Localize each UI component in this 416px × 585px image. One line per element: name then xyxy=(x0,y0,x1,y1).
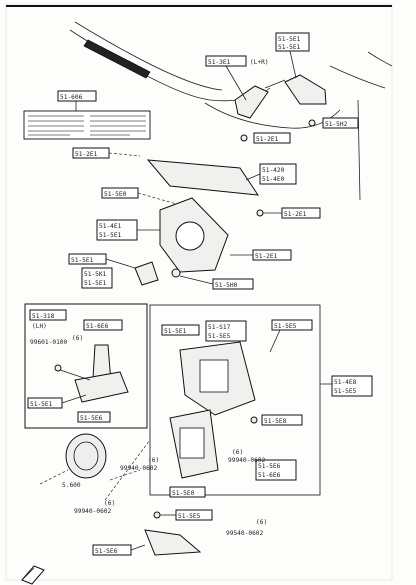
svg-text:99940-0602: 99940-0602 xyxy=(120,465,158,472)
svg-text:(6): (6) xyxy=(256,519,267,526)
svg-text:99540-0602: 99540-0602 xyxy=(226,530,264,537)
svg-text:99601-0100: 99601-0100 xyxy=(30,339,68,346)
label-clip-a: 51-5H2 xyxy=(322,117,359,129)
svg-text:99940-0602: 99940-0602 xyxy=(74,508,112,515)
svg-text:(6): (6) xyxy=(232,449,243,456)
warning-decal: 51-606 xyxy=(23,90,151,140)
svg-text:51-5E1: 51-5E1 xyxy=(278,36,301,43)
svg-text:(6): (6) xyxy=(72,335,83,342)
svg-text:51-2E1: 51-2E1 xyxy=(75,151,98,158)
label-top-right: 51-5E1 51-5E1 xyxy=(275,32,310,79)
emblem: 5.600 99940-0602 (6) xyxy=(39,420,151,515)
svg-text:99940-0602: 99940-0602 xyxy=(228,457,266,464)
svg-text:51-2E1: 51-2E1 xyxy=(255,253,278,260)
svg-text:51-5E1: 51-5E1 xyxy=(84,280,107,287)
svg-text:51-6E6: 51-6E6 xyxy=(86,323,109,330)
svg-text:5.600: 5.600 xyxy=(62,482,81,489)
svg-text:51-5H2: 51-5H2 xyxy=(325,121,348,128)
hood-stripe xyxy=(83,39,151,79)
svg-text:51-5E1: 51-5E1 xyxy=(278,44,301,51)
svg-text:51-318: 51-318 xyxy=(32,313,55,320)
svg-text:51-5E5: 51-5E5 xyxy=(208,333,231,340)
svg-text:51-5E0: 51-5E0 xyxy=(172,490,195,497)
latch-clip: 51-5E1 51-5K1 51-5E1 51-5H0 xyxy=(68,253,254,290)
insulator-panel: 51-2E1 51-420 51-4E0 xyxy=(72,147,297,196)
svg-text:51-5E0: 51-5E0 xyxy=(104,191,127,198)
svg-text:(LH): (LH) xyxy=(32,323,47,330)
svg-text:51-6E6: 51-6E6 xyxy=(258,472,281,479)
svg-text:51-5E6: 51-5E6 xyxy=(258,463,281,470)
svg-text:(6): (6) xyxy=(104,500,115,507)
svg-text:51-5E1: 51-5E1 xyxy=(71,257,94,264)
svg-text:(6): (6) xyxy=(148,457,159,464)
hinge-bracket: 51-5E0 51-2E1 51-4E1 51-5E1 51-2E1 xyxy=(96,187,321,273)
svg-text:51-5K1: 51-5K1 xyxy=(84,271,107,278)
front-arrow-icon xyxy=(21,565,45,585)
svg-text:51-5E6: 51-5E6 xyxy=(80,415,103,422)
latch-assembly: 51-5E1 51-S17 51-5E5 51-5E5 51-4E8 51-5E… xyxy=(120,304,373,498)
svg-text:51-2E1: 51-2E1 xyxy=(284,211,307,218)
label-clip-b: 51-2E1 xyxy=(253,132,291,144)
label-top-mid: 51-3E1 (L+R) xyxy=(205,55,269,101)
svg-text:51-5E1: 51-5E1 xyxy=(99,232,122,239)
svg-text:(L+R): (L+R) xyxy=(250,59,269,66)
svg-text:51-5E6: 51-5E6 xyxy=(95,548,118,555)
svg-text:51-5H0: 51-5H0 xyxy=(215,282,238,289)
inset-detail: 51-318 (LH) 51-6E6 99601-0100 (6) 51-5E1… xyxy=(24,303,148,429)
bottom-parts: 51-5E5 (6) 99540-0602 51-5E6 xyxy=(92,509,267,556)
svg-text:51-5E1: 51-5E1 xyxy=(30,401,53,408)
hinge-part-top xyxy=(234,74,327,142)
svg-text:51-4E8: 51-4E8 xyxy=(334,379,357,386)
svg-text:51-3E1: 51-3E1 xyxy=(208,59,231,66)
svg-text:51-5E1: 51-5E1 xyxy=(164,328,187,335)
svg-text:51-4E1: 51-4E1 xyxy=(99,223,122,230)
svg-text:51-420: 51-420 xyxy=(262,167,285,174)
svg-text:51-5E8: 51-5E8 xyxy=(264,418,287,425)
svg-text:51-4E0: 51-4E0 xyxy=(262,176,285,183)
svg-text:51-S17: 51-S17 xyxy=(208,324,231,331)
svg-text:51-606: 51-606 xyxy=(60,94,83,101)
svg-text:51-2E1: 51-2E1 xyxy=(256,136,279,143)
svg-text:51-5E5: 51-5E5 xyxy=(178,513,201,520)
svg-text:51-5E5: 51-5E5 xyxy=(334,388,357,395)
svg-text:51-5E5: 51-5E5 xyxy=(274,323,297,330)
